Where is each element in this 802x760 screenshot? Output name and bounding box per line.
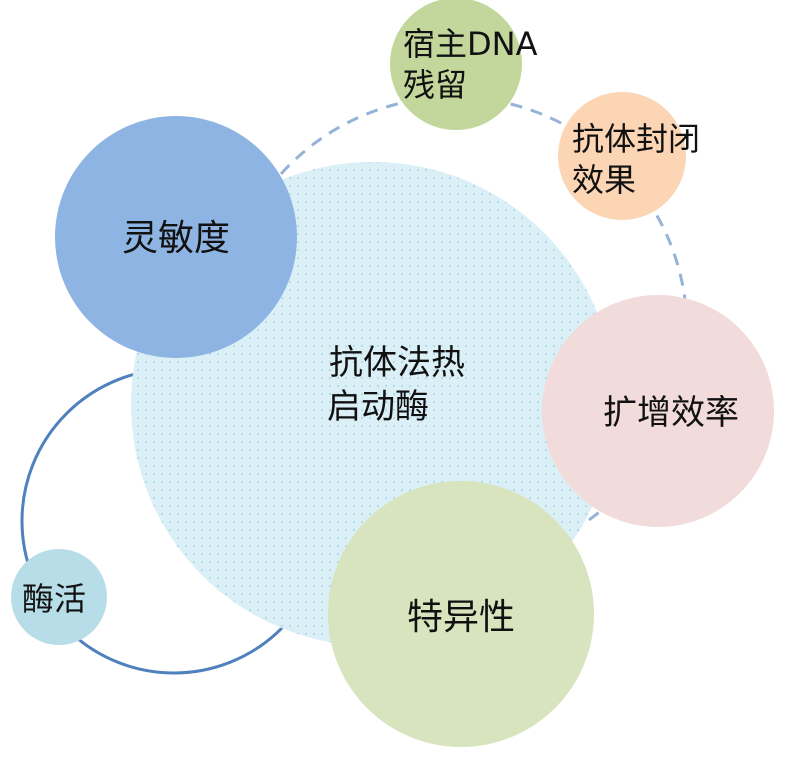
- host-dna-label-line2: 残留: [403, 66, 467, 104]
- sensitivity-label: 灵敏度: [122, 218, 230, 259]
- antibody-block-label-line1: 抗体封闭: [572, 120, 700, 158]
- amplification-node: [542, 295, 774, 527]
- enzyme-activity-node: [11, 549, 107, 645]
- amplification-label: 扩增效率: [603, 393, 739, 433]
- enzyme-activity-label: 酶活: [22, 580, 86, 618]
- specificity-label: 特异性: [407, 597, 515, 638]
- center-label-line1: 抗体法热: [329, 343, 465, 383]
- antibody-block-label-line2: 效果: [572, 161, 636, 199]
- sensitivity-node: [55, 116, 297, 358]
- host-dna-label-line1: 宿主DNA: [403, 25, 538, 63]
- center-label-line2: 启动酶: [327, 387, 429, 427]
- antibody-block-node: [558, 92, 686, 220]
- host-dna-node: [390, 0, 522, 130]
- specificity-node: [328, 481, 594, 747]
